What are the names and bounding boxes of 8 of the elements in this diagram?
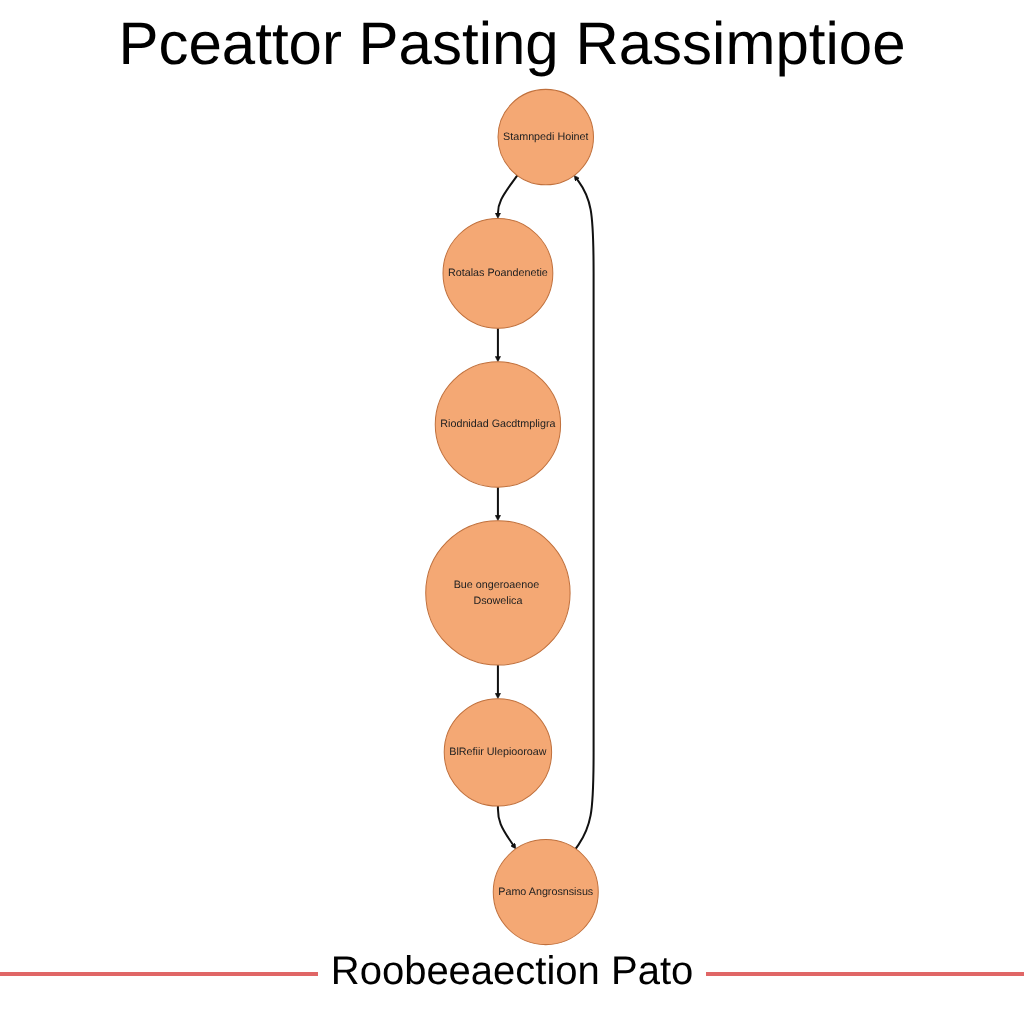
arrow	[494, 328, 501, 363]
arrow	[573, 175, 595, 850]
diagram-title: Pceattor Pasting Rassimptioe	[118, 12, 906, 80]
arrow	[494, 174, 519, 219]
arrow	[496, 806, 517, 850]
arrow	[494, 665, 501, 699]
arrow	[494, 487, 501, 521]
diagram-caption: Roobeeaection Pato	[328, 950, 696, 996]
